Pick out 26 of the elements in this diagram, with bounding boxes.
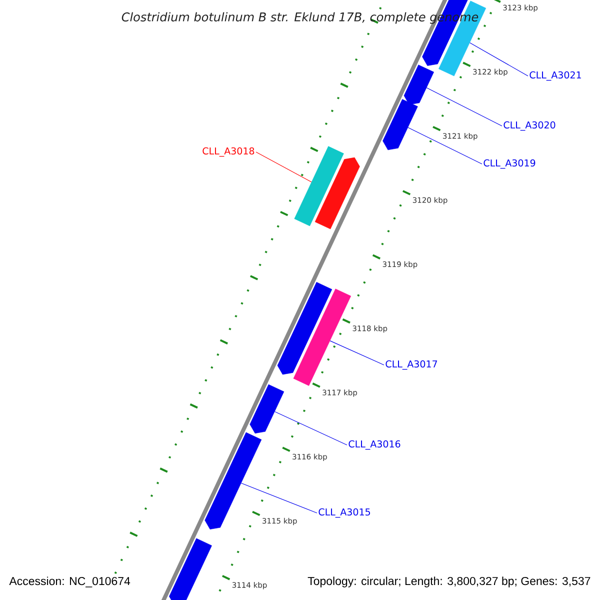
- gene-block: [293, 288, 352, 386]
- gene-block: [250, 384, 284, 434]
- gene-block: [277, 282, 332, 375]
- leader-line: [470, 42, 528, 76]
- leader-line: [426, 87, 502, 126]
- gene-label: CLL_A3017: [386, 360, 438, 370]
- leader-line: [256, 152, 312, 182]
- gene-block: [204, 432, 262, 530]
- leader-line: [330, 340, 384, 366]
- gene-label: CLL_A3016: [348, 440, 400, 450]
- gene-block: [314, 157, 360, 230]
- gene-label: CLL_A3019: [484, 159, 536, 169]
- gene-block: [404, 64, 434, 105]
- gene-label: CLL_A3021: [530, 71, 581, 81]
- leader-line: [240, 482, 318, 514]
- gene-block: [294, 146, 344, 226]
- leader-line: [274, 411, 348, 446]
- leader-line: [408, 127, 482, 164]
- gene-block: [169, 538, 212, 600]
- title: Clostridium botulinum B str. Eklund 17B, complete genome: [122, 12, 478, 24]
- gene-label: CLL_A3018: [202, 147, 254, 157]
- genome-info-text: Topology: circular; Length: 3,800,327 bp; Genes: 3,537: [308, 576, 590, 588]
- gene-label: CLL_A3020: [504, 121, 556, 131]
- accession-text: Accession: NC_010674: [9, 576, 130, 588]
- gene-block: [382, 99, 418, 150]
- gene-label: CLL_A3015: [318, 508, 370, 518]
